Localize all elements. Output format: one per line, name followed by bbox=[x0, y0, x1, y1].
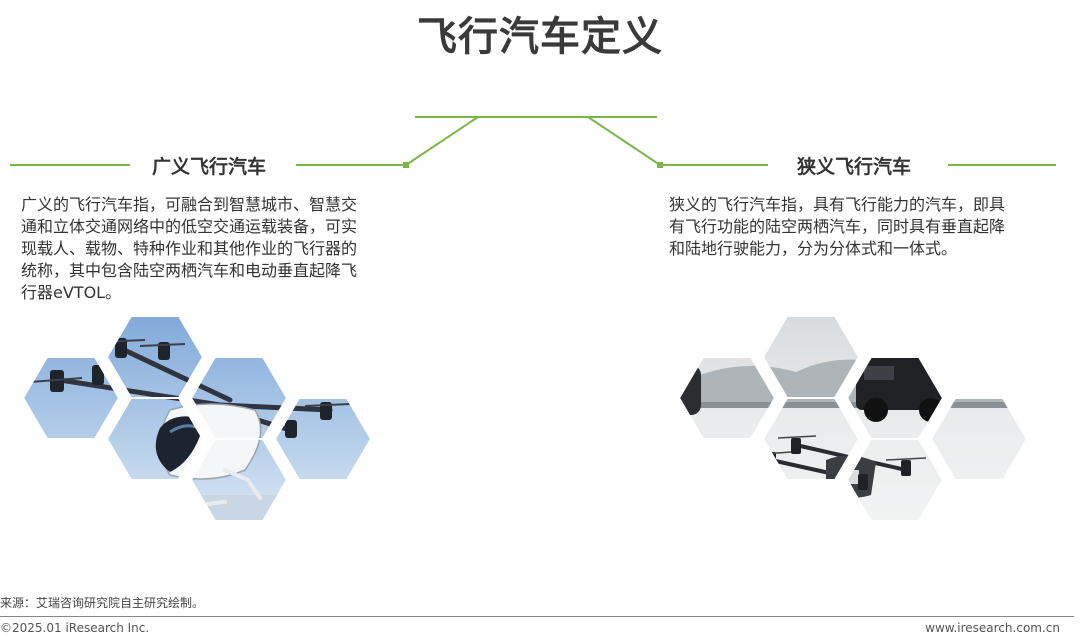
narrow-description: 狭义的飞行汽车指，具有飞行能力的汽车，即具 有飞行功能的陆空两栖汽车，同时具有垂… bbox=[669, 194, 1059, 260]
footer-divider bbox=[0, 616, 1074, 617]
source-note: 来源：艾瑞咨询研究院自主研究绘制。 bbox=[0, 596, 205, 610]
broad-line: 统称，其中包含陆空两栖汽车和电动垂直起降飞 bbox=[21, 261, 358, 280]
narrow-heading: 狭义飞行汽车 bbox=[797, 156, 912, 178]
broad-line: 广义的飞行汽车指，可融合到智慧城市、智慧交 bbox=[21, 195, 358, 214]
narrow-line: 和陆地行驶能力，分为分体式和一体式。 bbox=[669, 239, 958, 258]
broad-line: 通和立体交通网络中的低空交通运载装备，可实 bbox=[21, 217, 358, 236]
broad-line: 行器eVTOL。 bbox=[21, 283, 122, 302]
broad-description: 广义的飞行汽车指，可融合到智慧城市、智慧交 通和立体交通网络中的低空交通运载装备… bbox=[21, 194, 401, 304]
evtol-hex-collage bbox=[21, 315, 373, 522]
copyright-text: ©2025.01 iResearch Inc. bbox=[0, 621, 150, 635]
amphibious-car-hex-collage bbox=[677, 315, 1029, 522]
broad-line: 现载人、载物、特种作业和其他作业的飞行器的 bbox=[21, 239, 358, 258]
page-title: 飞行汽车定义 bbox=[417, 14, 663, 60]
heading-connector-lines bbox=[10, 116, 1056, 168]
narrow-line: 有飞行功能的陆空两栖汽车，同时具有垂直起降 bbox=[669, 217, 1006, 236]
broad-heading: 广义飞行汽车 bbox=[152, 156, 267, 178]
website-link[interactable]: www.iresearch.com.cn bbox=[925, 621, 1060, 635]
narrow-line: 狭义的飞行汽车指，具有飞行能力的汽车，即具 bbox=[669, 195, 1006, 214]
